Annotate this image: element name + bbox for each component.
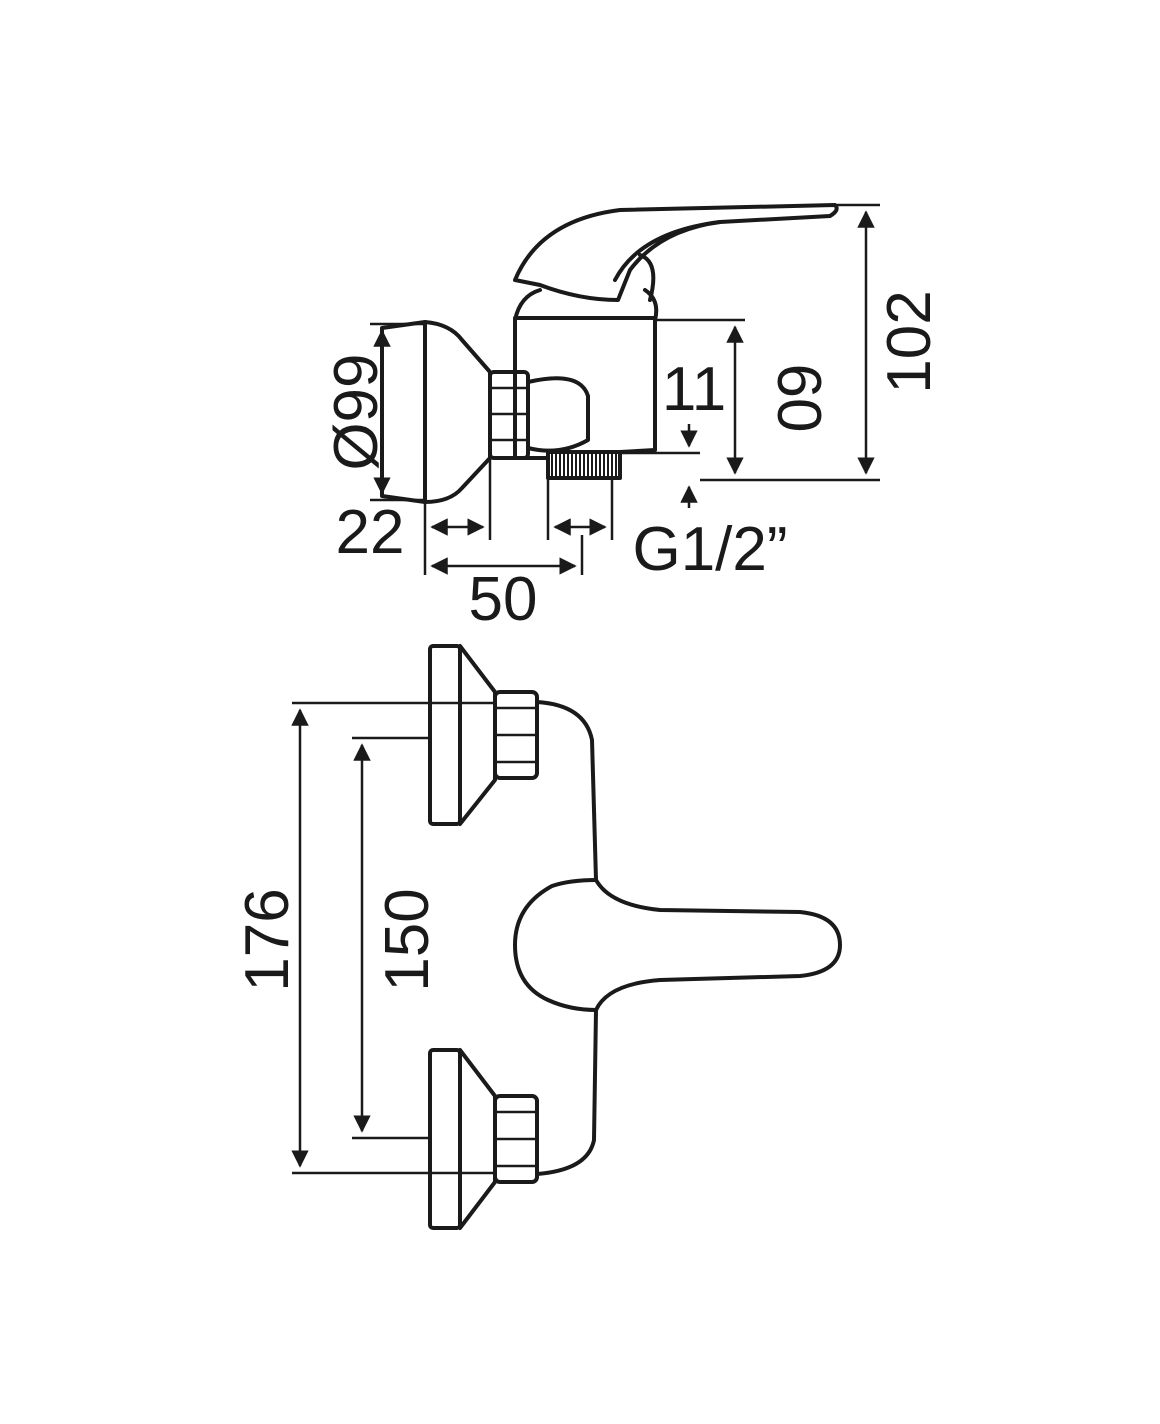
dim-176: 176 — [233, 701, 495, 1175]
dim-66-diameter: 66Ø — [320, 322, 425, 502]
side-mixer-body — [513, 288, 659, 460]
dim-102-label: 102 — [875, 290, 944, 393]
top-flange-lower — [428, 1048, 497, 1230]
dim-50: 50 — [430, 535, 584, 634]
dim-50-label: 50 — [469, 565, 538, 634]
side-lever-handle — [513, 203, 839, 302]
dim-150-label: 150 — [373, 888, 442, 991]
dim-thread-label: G1/2” — [632, 515, 787, 584]
side-hex-nut — [488, 370, 530, 460]
top-flange-upper — [428, 644, 497, 826]
dim-22: 22 — [336, 458, 492, 575]
dim-60: 60 — [655, 318, 833, 475]
dim-60-label: 60 — [764, 364, 833, 433]
dim-11: 11 — [620, 355, 726, 508]
dim-176-label: 176 — [233, 888, 302, 991]
top-view: 176 150 — [233, 644, 842, 1230]
top-hex-nut-lower — [493, 1094, 539, 1184]
dim-102: 102 — [700, 203, 944, 482]
side-flange — [380, 320, 492, 504]
dim-66-label: 66Ø — [320, 353, 389, 470]
top-mixer-body — [513, 700, 842, 1176]
side-threaded-outlet — [546, 450, 622, 480]
side-view: 102 60 11 66Ø 22 — [320, 203, 944, 634]
dim-thread: G1/2” — [546, 478, 788, 584]
dim-150: 150 — [352, 736, 442, 1140]
dim-22-label: 22 — [336, 498, 405, 567]
top-hex-nut-upper — [493, 690, 539, 780]
dim-11-label: 11 — [662, 355, 726, 424]
